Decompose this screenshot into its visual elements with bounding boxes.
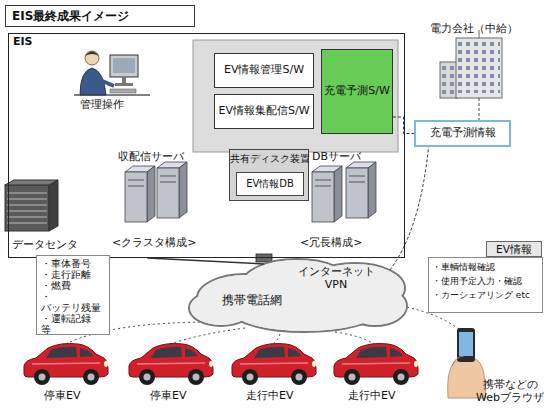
vehicle-data-box: ・車体番号・走行距離・燃費・バッテリ残量・運転記録等 [36,255,110,335]
node-text: ・車輌情報確認 [432,262,495,272]
car-icon [129,344,213,386]
node-text: 携帯電話網 [207,294,297,308]
node-text: EV情報管理S/W [224,64,304,77]
node-text: ・使用予定入力・確認 [432,276,522,286]
node-text: インターネット VPN [293,266,379,291]
router-icon [256,254,272,262]
network-cloud: インターネット VPN 携帯電話網 [185,254,410,334]
node-text: 充電予測情報 [430,127,496,140]
node-text: 等 [41,325,51,336]
browser-label: 携帯などの Webブラウザ [470,378,549,404]
configuration-label: <クラスタ構成> [112,236,196,249]
shared-disk-box: 共有ディスク装置 EV情報DB [229,149,309,201]
car-label: 走行中EV [246,389,293,402]
node-text: ・走行距離 [41,270,91,281]
node-text: ・カーシェアリング etc [432,290,530,300]
node-text: ・燃費 [41,281,71,292]
software-panel [193,40,398,152]
server-label: DBサーバ [312,150,361,163]
forecast-info-box: 充電予測情報 [414,120,511,147]
connector-line [390,147,429,270]
car-label: 停車EV [150,389,186,402]
node-text: ・車体番号 [41,259,91,270]
car-label: 走行中EV [348,389,395,402]
node-text: 充電予測S/W [324,85,390,98]
distribution-servers [125,162,187,222]
node-text: ・運転記録 [41,314,91,325]
node-text: 共有ディスク装置 [230,154,308,165]
connector-line [393,117,414,134]
prediction-software-box: 充電予測S/W [321,49,393,134]
company-label: 電力会社（中給） [430,22,518,35]
node-text: EIS [13,36,33,49]
software-box: EV情報集配信S/W [214,94,314,129]
car-label: 停車EV [44,389,80,402]
power-company-building [440,30,502,98]
server-label: 収配信サーバ [118,150,184,163]
node-text: EV情報DB [246,178,294,190]
software-box: EV情報管理S/W [214,53,314,88]
datacenter-label: データセンタ [12,238,78,251]
car-icon [334,344,418,386]
connector-line [147,258,264,264]
database-box: EV情報DB [236,172,304,196]
power-link [479,98,480,120]
phone-in-hand [448,328,486,398]
car-icon [232,344,316,386]
ev-info-box: EV情報・車輌情報確認・使用予定入力・確認・カーシェアリング etc [428,257,543,313]
ev-cars [24,344,418,386]
car-icon [24,344,108,386]
node-text: EV情報 [486,241,542,257]
operator-label: 管理操作 [80,98,124,111]
db-servers [312,162,376,222]
operator-illustration [74,51,150,95]
system-boundary: EIS EV情報管理S/W EV情報集配信S/W 充電予測S/W 共有ディスク装置 EV情… [8,33,405,258]
node-text: ・バッテリ残量 [41,292,105,314]
title-box: EIS最終成果イメージ [5,5,195,27]
node-text: EV情報集配信S/W [218,105,309,118]
datacenter-building [5,180,58,231]
configuration-label: <冗長構成> [300,236,362,249]
title-text: EIS最終成果イメージ [12,9,129,23]
